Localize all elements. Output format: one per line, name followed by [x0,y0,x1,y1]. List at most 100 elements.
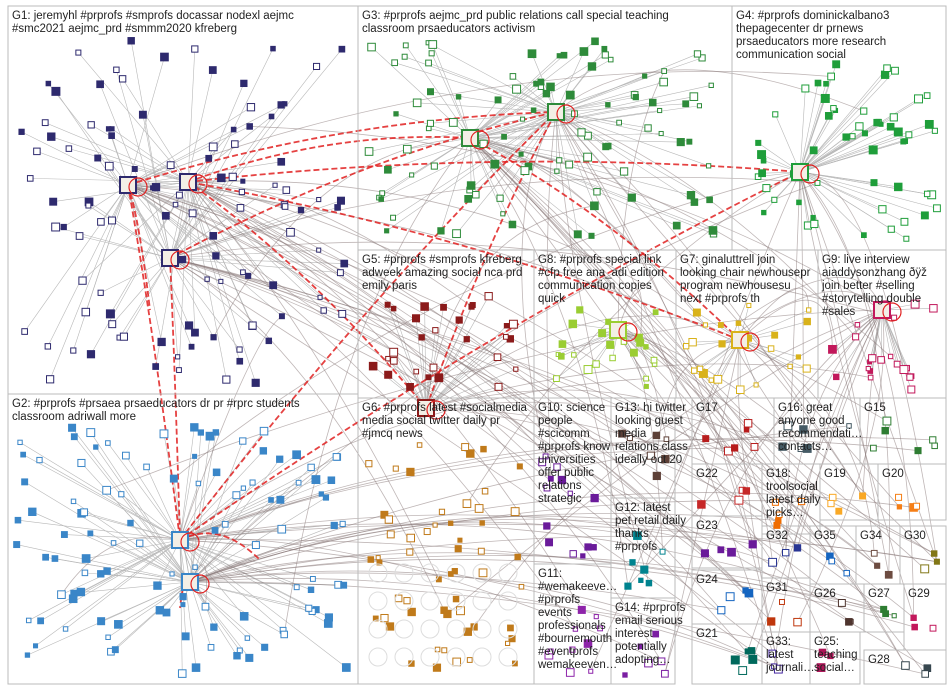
self-loop [368,647,388,667]
node [546,82,555,92]
group-label-line: G8: #prprofs special link [538,254,662,266]
node [842,133,850,141]
node [197,429,204,436]
node [24,652,31,658]
node [127,37,135,45]
edge [617,288,642,343]
edge [752,309,883,660]
node [47,132,56,141]
edge [187,181,772,622]
node [238,188,246,196]
node [663,436,670,443]
node [691,367,698,374]
node [378,196,384,202]
edge [799,171,890,575]
node [827,499,835,508]
edge [405,45,471,139]
node [846,423,852,429]
node [920,564,930,574]
hub-self-loop [556,104,576,124]
node [512,84,522,94]
node [380,613,389,623]
node [127,519,134,527]
node [601,45,608,52]
node [496,194,504,202]
node [390,214,397,221]
node [452,657,462,667]
group-label-line: G12: latest [615,502,671,514]
edge [469,137,629,587]
node [579,47,589,56]
edge [179,456,195,541]
node [820,93,830,103]
edge [469,137,692,196]
node [236,204,245,212]
edge [469,86,542,139]
node [334,204,341,211]
node [81,569,89,577]
edge [179,539,284,631]
self-loop [420,647,440,667]
self-loop [472,591,492,611]
node [878,121,884,127]
node [97,570,105,578]
node [717,546,725,554]
node [211,527,219,534]
edge [799,74,886,173]
group-label-g26: G26 [814,588,836,600]
edge [555,111,595,206]
node [501,133,507,140]
node [797,497,806,506]
edge [469,137,706,326]
node [46,375,55,384]
node [407,607,416,617]
node [297,206,305,214]
node [882,416,892,426]
node [742,587,749,594]
node [469,302,476,309]
node [870,444,877,452]
node [718,340,726,348]
node [828,557,836,565]
edge [381,111,557,200]
node [65,145,73,152]
node [658,130,664,137]
node [597,625,603,632]
edge [55,91,171,259]
group-label-line: G9: live interview [822,254,910,266]
node [208,142,218,152]
group-label-line: classroom prsaeducators activism [362,23,535,35]
node [105,309,115,319]
node [81,554,91,563]
edge [169,257,240,350]
edge [469,137,798,549]
group-label-g23: G23 [696,520,718,532]
node [793,544,802,552]
node [97,617,106,626]
node [307,586,315,594]
edge [187,181,196,333]
edge [19,442,181,541]
node [725,592,735,602]
edge [187,181,253,326]
edge [434,111,557,167]
edge [169,257,178,357]
node [636,338,645,347]
edge [74,436,191,583]
node [911,623,918,631]
edge [179,427,195,541]
node [868,145,878,155]
node [835,507,843,515]
self-loop [498,563,518,583]
group-frame-g33 [761,631,811,685]
group-label-g1: G1: jeremyhl #prprofs #smprofs docassar … [12,10,294,35]
node [543,484,551,492]
node [201,602,210,611]
node [311,475,321,484]
node [565,160,574,169]
edge [169,257,663,552]
node [240,178,246,184]
group-label-line: G24 [696,574,718,586]
